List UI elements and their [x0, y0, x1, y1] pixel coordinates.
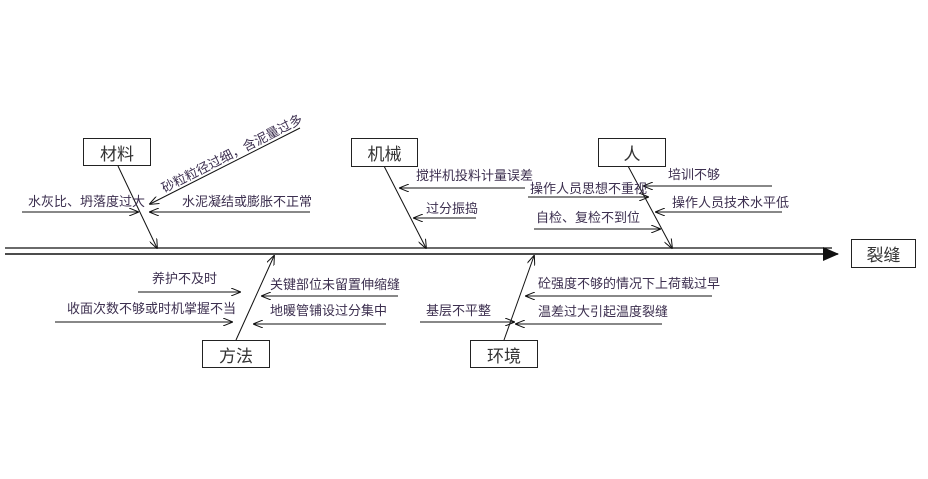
cause-label-people-2: 操作人员思想不重视: [530, 182, 648, 197]
cause-label-method-2: 收面次数不够或时机掌握不当: [67, 302, 237, 317]
cause-label-people-3: 操作人员技术水平低: [672, 196, 790, 211]
bone-people: [627, 165, 672, 248]
arrow-materials-1: [150, 127, 301, 204]
category-box-people: 人: [598, 138, 666, 167]
cause-label-environment-3: 温差过大引起温度裂缝: [538, 305, 669, 320]
bone-method: [235, 256, 274, 341]
category-box-environment: 环境: [470, 340, 538, 368]
cause-label-materials-3: 水泥凝结或膨胀不正常: [182, 195, 313, 210]
category-box-machinery: 机械: [351, 138, 418, 167]
cause-label-machinery-1: 搅拌机投料计量误差: [416, 169, 534, 184]
cause-label-machinery-2: 过分振捣: [426, 202, 479, 217]
effect-box: 裂缝: [851, 239, 916, 268]
bone-machinery: [383, 165, 426, 248]
cause-label-method-4: 地暖管铺设过分集中: [270, 304, 388, 319]
cause-label-environment-2: 基层不平整: [426, 304, 492, 319]
category-box-materials: 材料: [83, 138, 151, 166]
bone-materials: [117, 165, 157, 248]
bone-environment: [503, 256, 534, 341]
cause-label-method-3: 关键部位未留置伸缩缝: [270, 278, 401, 293]
cause-label-method-1: 养护不及时: [152, 272, 218, 287]
cause-label-people-1: 培训不够: [668, 168, 721, 183]
cause-label-materials-2: 水灰比、坍落度过大: [28, 195, 146, 210]
cause-label-people-4: 自检、复检不到位: [536, 211, 641, 226]
category-box-method: 方法: [202, 340, 270, 368]
cause-label-environment-1: 砼强度不够的情况下上荷载过早: [538, 277, 721, 292]
